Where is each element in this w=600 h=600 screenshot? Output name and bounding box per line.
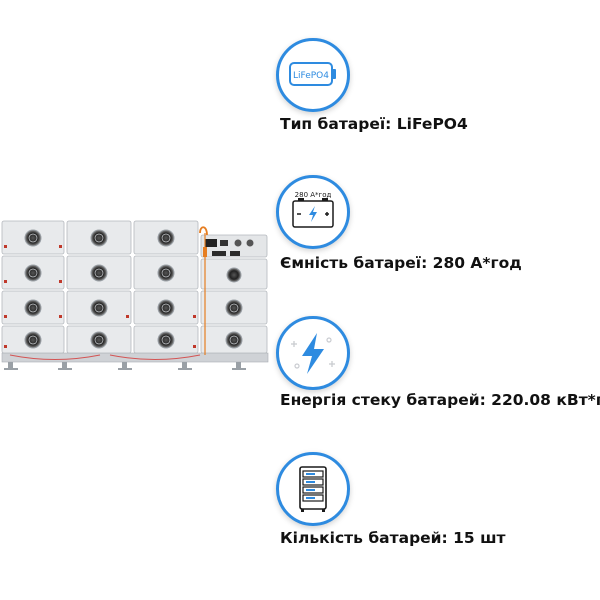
lifepo4-badge-text: LiFePO4 xyxy=(293,71,329,81)
capacity-badge-text: 280 А*год xyxy=(295,191,332,199)
battery-count-label: Кількість батарей: 15 шт xyxy=(280,529,506,547)
server-rack-icon xyxy=(276,452,350,526)
lifepo4-badge-icon: LiFePO4 xyxy=(276,38,350,112)
battery-rack-image xyxy=(1,220,269,370)
stack-energy-label: Енергія стеку батарей: 220.08 кВт*г xyxy=(280,391,600,409)
battery-capacity-label: Ємність батареї: 280 А*год xyxy=(280,254,522,272)
battery-type-label: Тип батареї: LiFePO4 xyxy=(280,115,468,133)
lightning-bolt-icon xyxy=(276,316,350,390)
battery-capacity-icon: 280 А*год xyxy=(276,175,350,249)
